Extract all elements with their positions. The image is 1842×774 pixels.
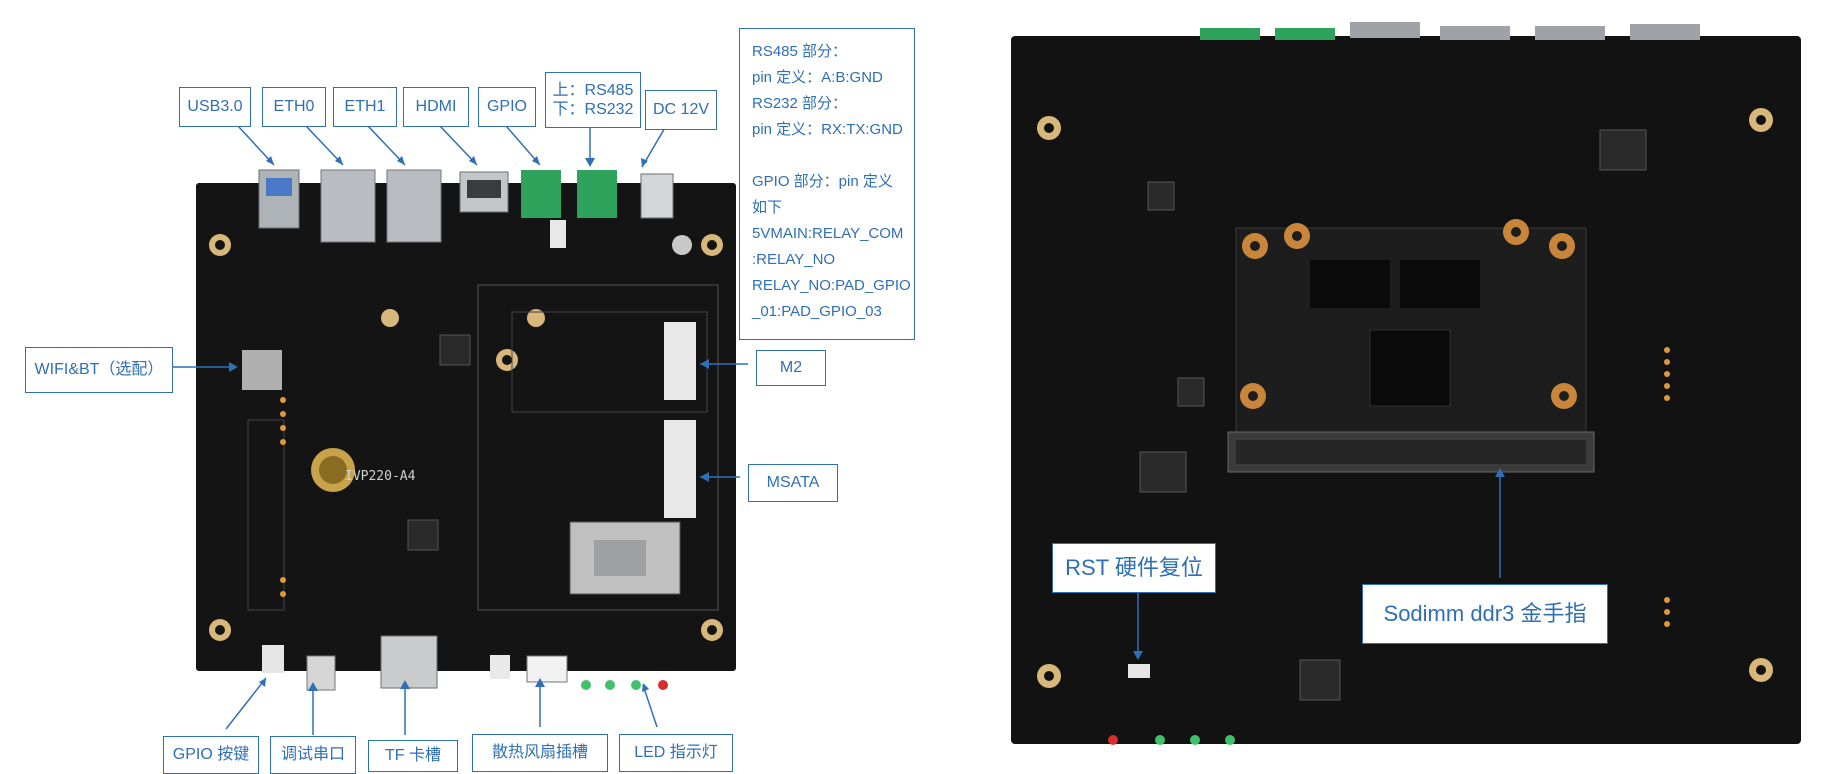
hdmi-label: HDMI <box>403 87 469 127</box>
debug-serial-label-text: 调试串口 <box>280 746 345 764</box>
note-line: RS232 部分： <box>752 95 848 112</box>
note-line: _01:PAD_GPIO_03 <box>752 303 882 320</box>
m2-label-text: M2 <box>779 359 803 377</box>
serial-label-bottom: 下：RS232 <box>552 101 634 118</box>
serial-connector <box>577 170 617 218</box>
hdmi-label-text: HDMI <box>415 98 457 116</box>
note-line <box>752 143 902 169</box>
eth1-label: ETH1 <box>333 87 397 127</box>
usb3-label: USB3.0 <box>179 87 251 127</box>
rst-label-text: RST 硬件复位 <box>1065 554 1203 580</box>
m2-label: M2 <box>756 350 826 386</box>
serial-label-top: 上：RS485 <box>552 81 634 99</box>
msata-label: MSATA <box>748 464 838 502</box>
wifi-label: WIFI&BT（选配） <box>25 347 173 393</box>
note-line: GPIO 部分：pin 定义 <box>752 173 893 190</box>
left-pcb <box>196 183 736 671</box>
serial-label: 上：RS485 下：RS232 <box>545 72 641 128</box>
eth0-port <box>320 169 376 243</box>
note-line: pin 定义：A:B:GND <box>752 69 883 86</box>
left-board-silkscreen: IVP220-A4 <box>345 469 416 484</box>
eth0-label: ETH0 <box>262 87 326 127</box>
tf-label: TF 卡槽 <box>368 740 458 772</box>
tf-label-text: TF 卡槽 <box>385 747 441 765</box>
tf-slot <box>380 635 438 689</box>
gpio-connector <box>521 170 561 218</box>
gpio-label: GPIO <box>478 87 536 127</box>
led-label-text: LED 指示灯 <box>634 744 718 762</box>
note-line: pin 定义：RX:TX:GND <box>752 121 903 138</box>
note-line: RS485 部分： <box>752 43 848 60</box>
note-line: RELAY_NO:PAD_GPIO <box>752 277 911 294</box>
usb3-label-text: USB3.0 <box>187 98 243 116</box>
wifi-label-text: WIFI&BT（选配） <box>34 361 164 379</box>
msata-label-text: MSATA <box>766 474 820 492</box>
rst-button <box>1128 664 1150 678</box>
note-line: :RELAY_NO <box>752 251 836 268</box>
wifi-module <box>242 350 282 390</box>
note-line: 5VMAIN:RELAY_COM <box>752 225 904 242</box>
fan-header <box>490 655 510 679</box>
note-line: 如下 <box>752 199 783 216</box>
dc-jack <box>640 173 674 219</box>
pin-definition-note: RS485 部分： pin 定义：A:B:GND RS232 部分： pin 定… <box>739 28 915 340</box>
gpio-key-label-text: GPIO 按键 <box>172 746 250 764</box>
sodimm-label-text: Sodimm ddr3 金手指 <box>1383 600 1587 626</box>
eth1-label-text: ETH1 <box>344 98 386 116</box>
eth0-label-text: ETH0 <box>273 98 315 116</box>
debug-port <box>306 655 336 691</box>
dc-label-text: DC 12V <box>652 101 710 119</box>
m2-slot <box>664 322 696 400</box>
debug-serial-label: 调试串口 <box>270 736 356 774</box>
led-group <box>581 680 668 690</box>
gpio-key-label: GPIO 按键 <box>163 736 259 774</box>
rst-label: RST 硬件复位 <box>1052 543 1216 593</box>
gpio-key-switch <box>262 645 284 673</box>
leader-arrowheads <box>229 156 1505 692</box>
dc-label: DC 12V <box>645 90 717 130</box>
led-label: LED 指示灯 <box>619 734 733 772</box>
eth1-port <box>386 169 442 243</box>
fan-label-text: 散热风扇插槽 <box>491 744 588 762</box>
msata-slot <box>664 420 696 518</box>
gpio-label-text: GPIO <box>486 98 527 116</box>
sodimm-label: Sodimm ddr3 金手指 <box>1362 584 1608 644</box>
fan-label: 散热风扇插槽 <box>472 734 608 772</box>
